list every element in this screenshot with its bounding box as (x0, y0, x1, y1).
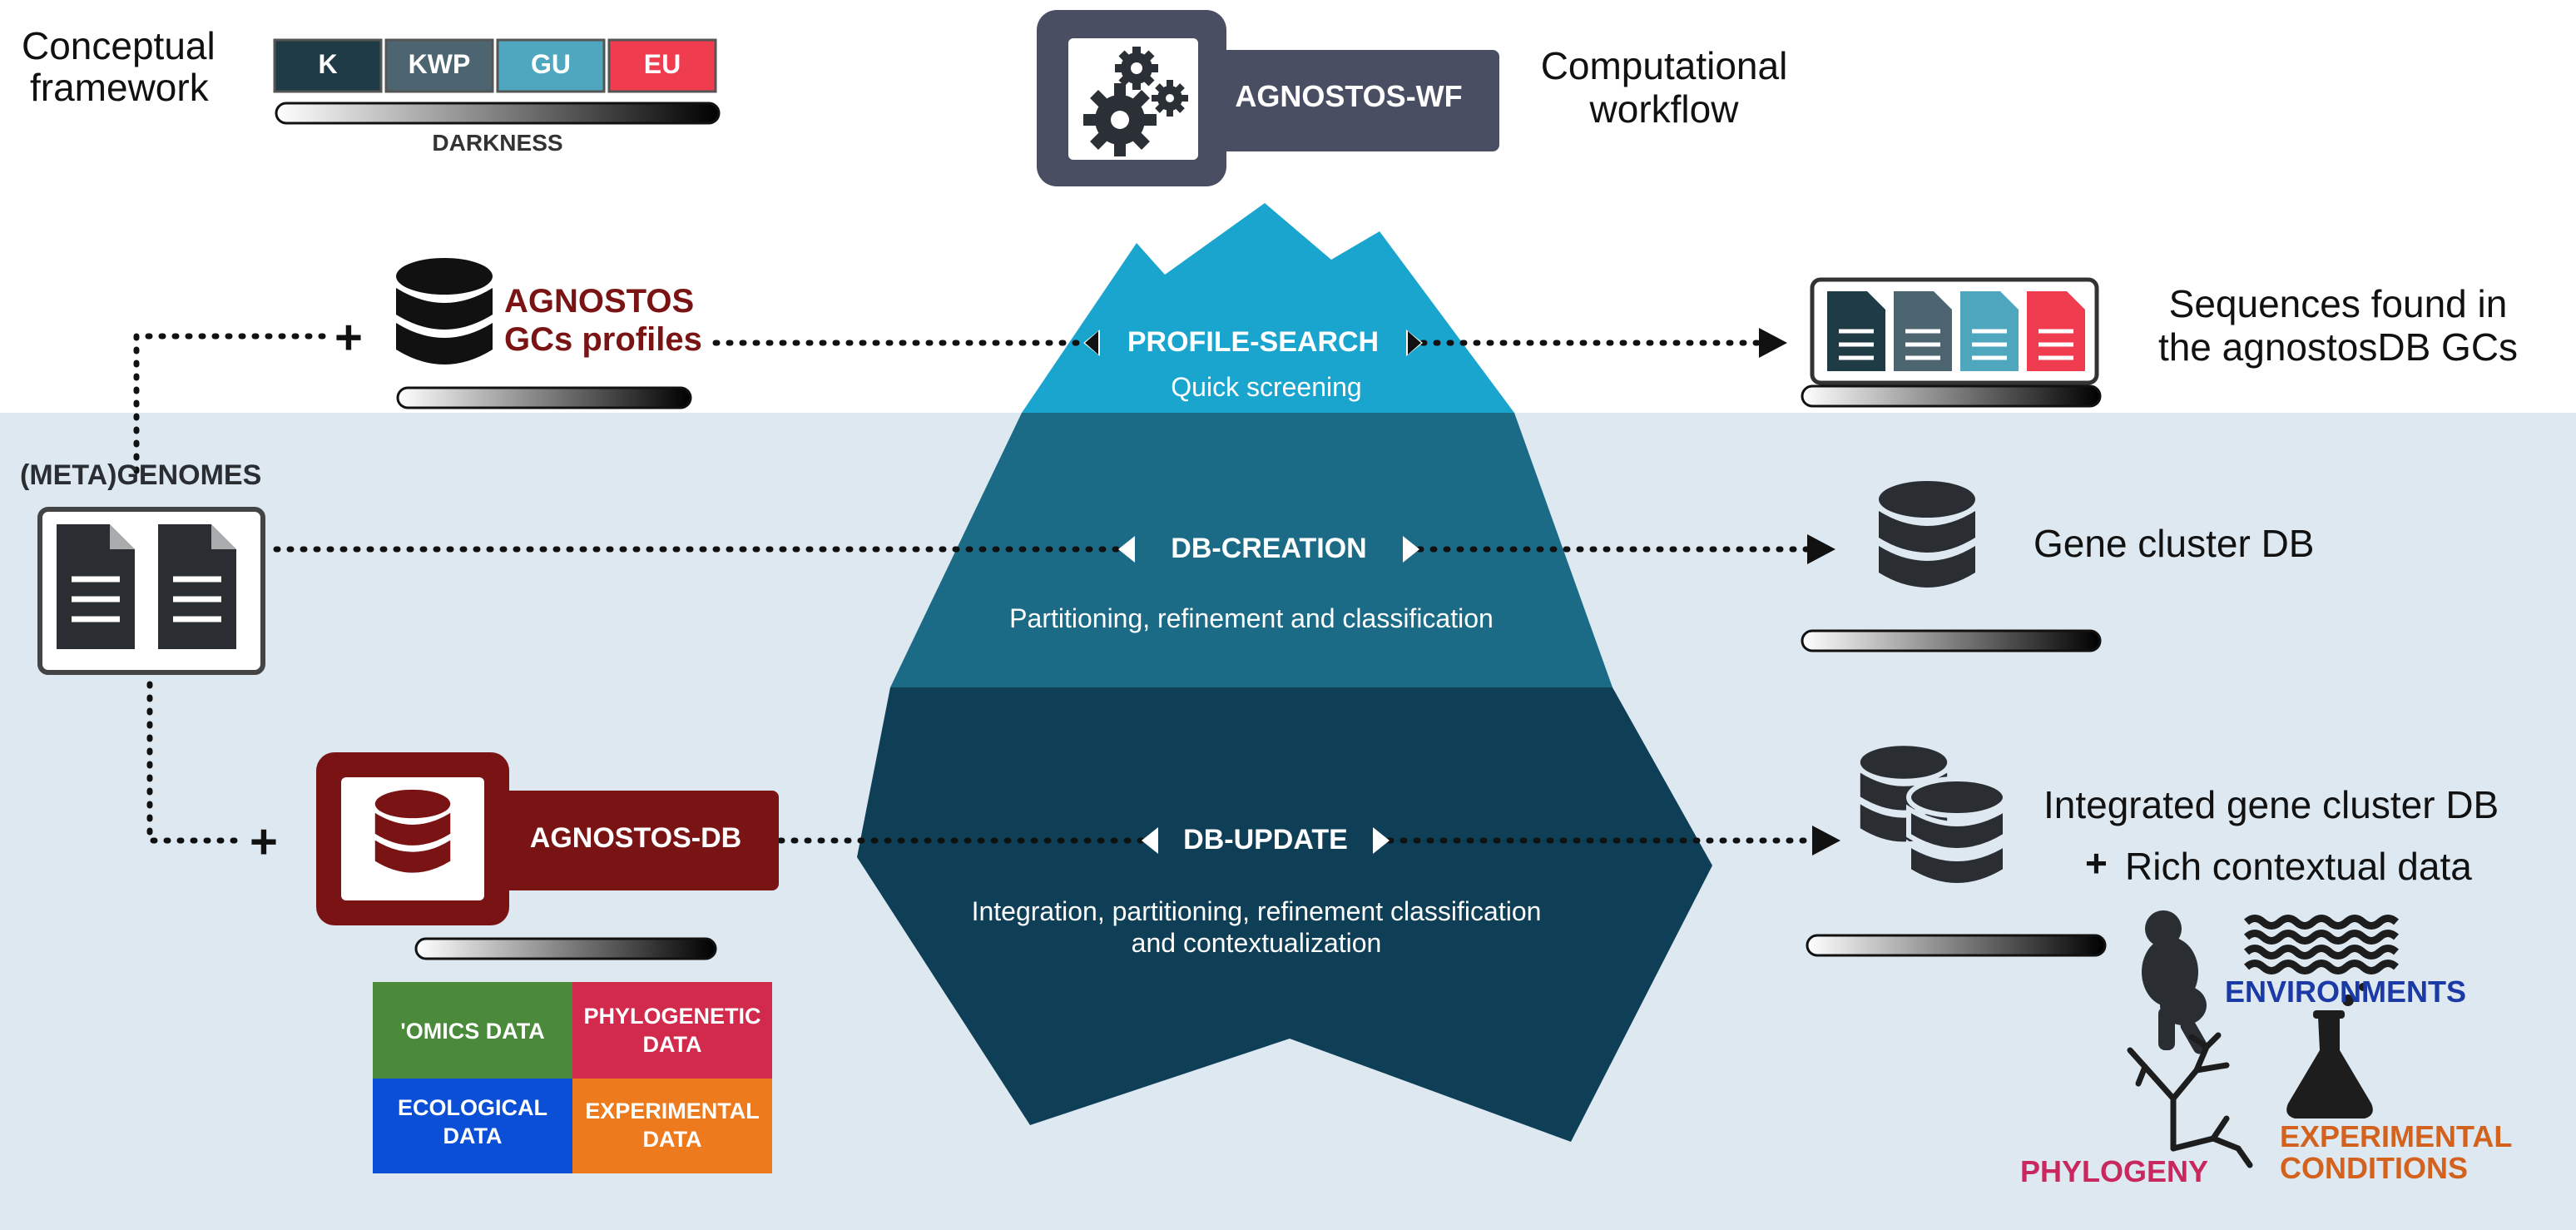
category-eu (607, 38, 717, 93)
integrated-database-icon-front (1909, 779, 2005, 885)
genomes-label: (META)GENOMES (20, 459, 262, 491)
metagenome-document-icon (158, 524, 236, 649)
integrated-label-line2: Rich contextual data (2125, 845, 2472, 888)
profiles-plus: + (334, 310, 363, 365)
genome-document-icon (57, 524, 135, 649)
ecological-data-line1: ECOLOGICAL (398, 1095, 547, 1120)
db-update-title: DB-UPDATE (1183, 824, 1348, 856)
category-kwp (384, 38, 494, 93)
profile-search-subtitle: Quick screening (1171, 372, 1362, 402)
workflow-label-line2: workflow (1589, 87, 1739, 131)
sequence-document-icons (1827, 291, 2085, 371)
category-gu-label: GU (531, 49, 571, 79)
experimental-data-cell (572, 1079, 772, 1173)
gene-cluster-database-icon (1879, 481, 1975, 588)
darkness-label: DARKNESS (432, 130, 563, 156)
agnostos-db-darkness-bar (414, 937, 717, 960)
category-kwp-label: KWP (408, 49, 471, 79)
db-creation-subtitle: Partitioning, refinement and classificat… (1009, 603, 1494, 633)
workflow-label-line1: Computational (1540, 44, 1788, 87)
ecological-data-line2: DATA (443, 1123, 503, 1148)
environments-label: ENVIRONMENTS (2225, 975, 2467, 1009)
gene-cluster-darkness-bar (1801, 629, 2102, 652)
flask-icon (2286, 983, 2373, 1118)
profile-search-title: PROFILE-SEARCH (1127, 326, 1380, 358)
workflow-title: AGNOSTOS-WF (1235, 79, 1463, 113)
experimental-data-line2: DATA (642, 1127, 702, 1152)
experimental-conditions-line1: EXPERIMENTAL (2280, 1119, 2513, 1153)
category-k-label: K (318, 49, 338, 79)
ecological-data-cell (373, 1079, 572, 1173)
category-eu-label: EU (643, 49, 681, 79)
connector-lines (133, 333, 1821, 844)
category-k (273, 38, 383, 93)
sequences-darkness-bar (1801, 384, 2102, 408)
integrated-darkness-bar (1806, 934, 2107, 957)
db-creation-title: DB-CREATION (1171, 533, 1367, 564)
profiles-label-line2: GCs profiles (504, 321, 702, 358)
iceberg-tip (1022, 203, 1514, 413)
arrowheads (1759, 328, 1840, 856)
framework-label-line2: framework (30, 66, 209, 109)
gene-cluster-db-label: Gene cluster DB (2034, 522, 2315, 565)
waves-icon (2243, 915, 2400, 975)
sequences-label-line1: Sequences found in (2168, 282, 2508, 325)
sequences-label-line2: the agnostosDB GCs (2157, 325, 2519, 369)
omics-data-label: 'OMICS DATA (400, 1019, 545, 1044)
workflow-label-box (1198, 50, 1499, 151)
darkness-gradient-bar (275, 102, 721, 125)
phylogenetic-data-cell (572, 982, 772, 1079)
phylogenetic-data-line1: PHYLOGENETIC (583, 1004, 761, 1029)
module-triangles-outer (1085, 331, 1421, 355)
tree-icon (2127, 1032, 2253, 1168)
agnostos-db-label-box (493, 791, 779, 890)
db-update-subtitle-line2: and contextualization (1131, 928, 1382, 958)
phylogeny-label: PHYLOGENY (2020, 1154, 2209, 1188)
experimental-data-line1: EXPERIMENTAL (585, 1099, 760, 1123)
iceberg-bottom (857, 687, 1712, 1142)
phylogenetic-data-line2: DATA (642, 1032, 702, 1057)
db-update-subtitle-line1: Integration, partitioning, refinement cl… (971, 896, 1542, 926)
iceberg-middle (890, 413, 1612, 687)
omics-data-cell (373, 982, 572, 1079)
db-plus: + (250, 815, 278, 869)
profiles-darkness-bar (396, 386, 692, 409)
category-gu (496, 38, 606, 93)
gear-icon (1083, 47, 1188, 156)
integrated-plus: + (2085, 841, 2108, 885)
agnostos-db-label: AGNOSTOS-DB (529, 822, 742, 854)
experimental-conditions-line2: CONDITIONS (2280, 1151, 2469, 1185)
profiles-database-icon (396, 258, 493, 365)
agnostos-db-database-icon (374, 789, 451, 873)
profiles-label-line1: AGNOSTOS (504, 283, 695, 320)
framework-label-line1: Conceptual (22, 24, 215, 67)
integrated-label-line1: Integrated gene cluster DB (2043, 783, 2499, 826)
organism-icon (2142, 910, 2208, 1054)
